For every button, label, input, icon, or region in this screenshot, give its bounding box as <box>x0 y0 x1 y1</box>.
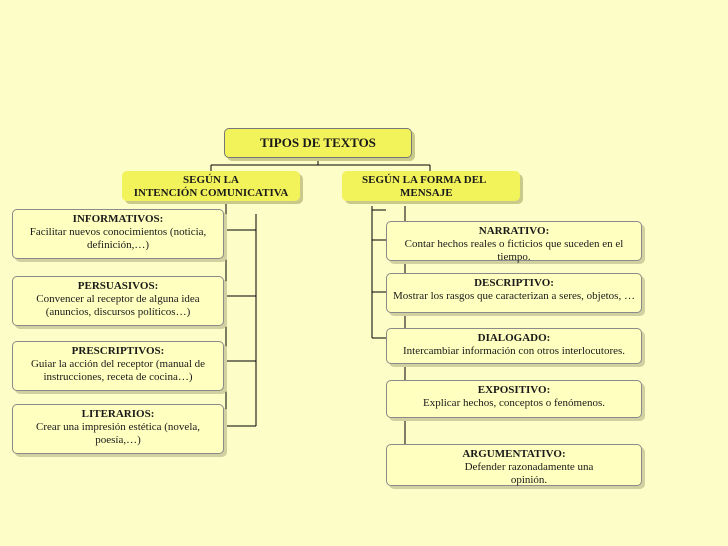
node-narrativo: NARRATIVO: Contar hechos reales o fictic… <box>386 221 642 263</box>
node-desc: Contar hechos reales o ficticios que suc… <box>404 238 624 263</box>
node-title: PRESCRIPTIVOS: <box>71 345 165 357</box>
node-desc: Guiar la acción del receptor (manual de … <box>30 358 206 383</box>
node-expositivo: EXPOSITIVO: Explicar hechos, conceptos o… <box>386 380 642 418</box>
branch-label-line1: SEGÚN LA <box>183 174 239 186</box>
node-title: DESCRIPTIVO: <box>474 277 554 289</box>
node-persuasivos: PERSUASIVOS: Convencer al receptor de al… <box>12 276 224 326</box>
node-title: ARGUMENTATIVO: <box>462 448 566 460</box>
node-desc: Mostrar los rasgos que caracterizan a se… <box>393 290 635 302</box>
node-title: DIALOGADO: <box>477 332 551 344</box>
node-prescriptivos: PRESCRIPTIVOS: Guiar la acción del recep… <box>12 341 224 391</box>
branch-intencion-comunicativa: SEGÚN LA INTENCIÓN COMUNICATIVA <box>122 171 300 201</box>
node-desc: Facilitar nuevos conocimientos (noticia,… <box>29 226 207 251</box>
branch-label-line2: MENSAJE <box>400 187 453 199</box>
node-descriptivo: DESCRIPTIVO: Mostrar los rasgos que cara… <box>386 273 642 313</box>
node-desc: Explicar hechos, conceptos o fenómenos. <box>422 397 606 409</box>
branch-forma-mensaje: SEGÚN LA FORMA DEL MENSAJE <box>342 171 520 201</box>
node-title: NARRATIVO: <box>478 225 550 237</box>
node-desc: Intercambiar información con otros inter… <box>402 345 626 357</box>
node-desc: Convencer al receptor de alguna idea (an… <box>36 293 200 318</box>
node-title: PERSUASIVOS: <box>77 280 159 292</box>
node-informativos: INFORMATIVOS: Facilitar nuevos conocimie… <box>12 209 224 259</box>
node-literarios: LITERARIOS: Crear una impresión estética… <box>12 404 224 454</box>
node-desc: Defender razonadamente una opinión. <box>464 461 594 486</box>
node-title: INFORMATIVOS: <box>72 213 164 225</box>
node-desc: Crear una impresión estética (novela, po… <box>35 421 201 446</box>
branch-label-line2: INTENCIÓN COMUNICATIVA <box>133 187 289 199</box>
branch-label-line1: SEGÚN LA FORMA DEL <box>362 174 487 186</box>
node-title: LITERARIOS: <box>81 408 155 420</box>
node-argumentativo: ARGUMENTATIVO: Defender razonadamente un… <box>386 444 642 486</box>
node-dialogado: DIALOGADO: Intercambiar información con … <box>386 328 642 364</box>
root-node: TIPOS DE TEXTOS <box>224 128 412 158</box>
node-title: EXPOSITIVO: <box>477 384 551 396</box>
